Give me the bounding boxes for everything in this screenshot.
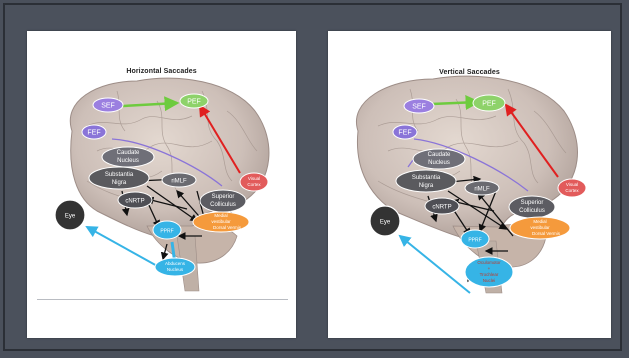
pprf-label: PPRF [468,238,481,244]
node-sef: SEF [404,99,434,113]
cnrtp-label: cNRTP [125,199,144,205]
node-visual-cortex: Visual Cortex [240,173,268,191]
horizontal-saccades-panel: Horizontal Saccades [27,31,296,338]
horizontal-saccade-diagram: SEF PEF FEF Caudate Nucleus Substantia N… [27,31,296,338]
node-medial-vestibular: Medial vestibular Dorsal Vermis [193,212,249,232]
fef-label: FEF [398,130,411,137]
vertical-saccade-diagram: SEF PEF FEF Caudate Nucleus Substantia N… [328,31,611,338]
visual-label-1: Visual [248,176,260,181]
node-caudate: Caudate Nucleus [102,147,154,167]
superior-label-2: Colliculus [210,202,236,208]
superior-label-2: Colliculus [519,208,545,214]
substantia-label-2: Nigra [112,180,127,186]
visual-label-2: Cortex [565,188,579,193]
node-superior-colliculus: Superior Colliculus [200,190,246,212]
substantia-label-1: Substantia [105,172,134,178]
sef-label: SEF [101,103,115,110]
node-rimlf: riMLF [465,181,499,195]
node-pef: PEF [473,95,505,111]
vestibular-label-3: Dorsal Vermis [213,225,242,230]
node-cnrtp: cNRTP [118,192,152,208]
node-eye: Eye [370,206,400,236]
node-pprf: PPRF [461,230,489,248]
substantia-label-1: Substantia [412,175,441,181]
caudate-label-1: Caudate [117,150,140,156]
vestibular-label-1: Medial [214,213,227,218]
vestibular-label-3: Dorsal Vermis [532,231,561,236]
superior-label-1: Superior [521,200,544,206]
visual-label-2: Cortex [247,182,261,187]
pprf-label: PPRF [160,229,173,235]
rimlf-label: riMLF [474,187,490,193]
vertical-saccades-panel: Vertical Saccades [328,31,611,338]
node-oculomotor-trochlear: Oculomotor + Trochlear Nuclei [465,257,513,287]
cnrtp-label: cNRTP [432,205,451,211]
node-medial-vestibular: Medial vestibular Dorsal Vermis [510,217,570,239]
node-cnrtp: cNRTP [425,198,459,214]
abducens-label-2: Nucleus [167,267,184,272]
oculomotor-label-3: Trochlear [480,272,499,277]
oculomotor-label-1: Oculomotor [477,260,501,265]
vestibular-label-1: Medial [533,219,546,224]
node-eye: Eye [55,200,85,230]
node-superior-colliculus: Superior Colliculus [509,196,555,218]
pef-label: PEF [187,99,201,106]
abducens-label-1: Abducens [165,261,186,266]
oculomotor-label-4: Nuclei [483,278,496,283]
node-abducens: Abducens Nucleus [155,258,195,276]
node-pef: PEF [180,94,208,108]
vestibular-label-2: vestibular [530,225,550,230]
eye-label: Eye [380,220,391,226]
node-substantia-nigra: Substantia Nigra [396,170,456,192]
pef-label: PEF [482,101,496,108]
node-caudate: Caudate Nucleus [413,149,465,169]
node-fef: FEF [393,125,417,139]
oculomotor-label-2: + [488,266,491,271]
panel-divider [37,299,288,300]
caudate-label-2: Nucleus [117,158,139,164]
node-visual-cortex: Visual Cortex [558,179,586,197]
node-fef: FEF [82,125,106,139]
eye-label: Eye [65,214,76,220]
visual-label-1: Visual [566,182,578,187]
fef-label: FEF [87,130,100,137]
substantia-label-2: Nigra [419,183,434,189]
node-rimlf: riMLF [162,173,196,187]
node-substantia-nigra: Substantia Nigra [89,167,149,189]
rimlf-label: riMLF [171,179,187,185]
caudate-label-1: Caudate [428,152,451,158]
superior-label-1: Superior [212,194,235,200]
node-sef: SEF [93,98,123,112]
caudate-label-2: Nucleus [428,160,450,166]
vestibular-label-2: vestibular [211,219,231,224]
node-pprf: PPRF [153,221,181,239]
sef-label: SEF [412,104,426,111]
